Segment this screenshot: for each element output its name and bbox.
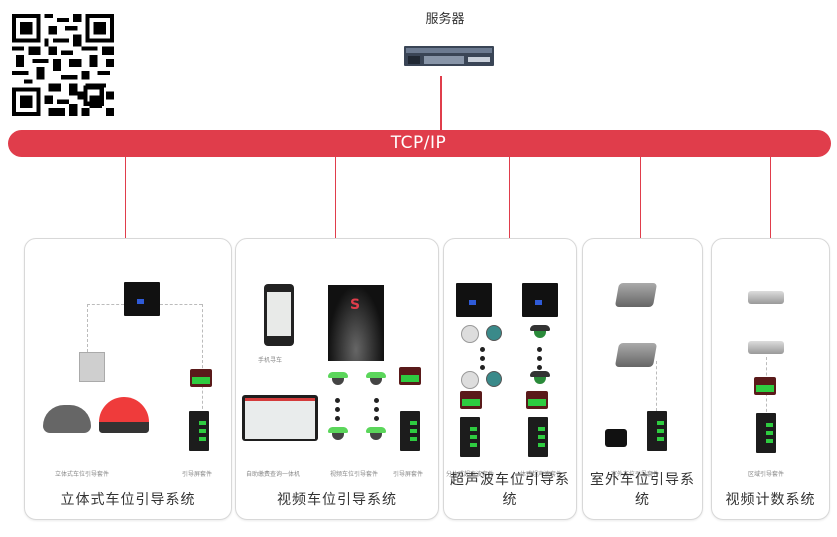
- ellipsis-dot: [480, 347, 485, 352]
- ellipsis-dot: [335, 407, 340, 412]
- guidance-screen-icon: [400, 411, 420, 451]
- outdoor-detector-icon: [614, 283, 658, 307]
- panel-ultrasonic-guidance: 分体式超声波套件 一体式超声波套件 超声波车位引导系统: [443, 238, 577, 520]
- ultrasonic-sensor-icon: [461, 371, 479, 389]
- caption: 引导屏套件: [393, 471, 424, 478]
- panel-outdoor-guidance: 室外车位引导套件 室外车位引导系统: [582, 238, 703, 520]
- camera-dome-icon: [328, 372, 348, 386]
- ultrasonic-integrated-icon: [530, 371, 550, 385]
- panel-video-counting: 区域引导套件 视频计数系统: [711, 238, 830, 520]
- caption: 视频车位引导套件: [330, 471, 379, 478]
- guidance-screen-icon: [460, 417, 480, 457]
- ellipsis-dot: [480, 365, 485, 370]
- connector: [87, 304, 88, 352]
- guidance-screen-icon: [756, 413, 776, 453]
- caption: 手机寻车: [258, 357, 283, 364]
- kiosk-screen-icon: [242, 395, 318, 441]
- ultrasonic-sensor-icon: [486, 371, 502, 387]
- ultrasonic-sensor-icon: [486, 325, 502, 341]
- connector: [160, 304, 202, 305]
- guidance-screen-icon: [189, 411, 209, 451]
- caption: 一体式超声波套件: [514, 471, 563, 478]
- bullet-camera-icon: [748, 341, 784, 354]
- ellipsis-dot: [480, 356, 485, 361]
- ultrasonic-integrated-icon: [530, 325, 550, 339]
- guidance-sign-icon: [399, 367, 421, 385]
- panel-title: 超声波车位引导系统: [450, 472, 570, 508]
- caption: 自助缴费查询一体机: [246, 471, 301, 478]
- server-label: 服务器: [425, 12, 465, 27]
- bullet-camera-icon: [748, 291, 784, 304]
- guidance-sign-icon: [460, 391, 482, 409]
- link-line-4: [640, 157, 641, 239]
- controller-icon: [522, 283, 558, 317]
- guidance-sign-icon: [526, 391, 548, 409]
- outdoor-detector-icon: [614, 343, 658, 367]
- ellipsis-dot: [537, 347, 542, 352]
- ellipsis-dot: [374, 398, 379, 403]
- link-line-2: [335, 157, 336, 239]
- ellipsis-dot: [374, 407, 379, 412]
- caption: 分体式超声波套件: [446, 471, 495, 478]
- phone-icon: [264, 284, 294, 346]
- controller-icon: [456, 283, 492, 317]
- panel-3d-parking-guidance: 立体式车位引导套件 引导屏套件 立体式车位引导系统: [24, 238, 232, 520]
- qr-code-icon: [12, 14, 114, 116]
- guidance-sign-icon: [190, 369, 212, 387]
- server-cabinet-icon: S: [328, 285, 384, 361]
- link-line-5: [770, 157, 771, 239]
- guidance-screen-icon: [647, 411, 667, 451]
- ellipsis-dot: [335, 398, 340, 403]
- link-line-3: [509, 157, 510, 239]
- outdoor-sensor-icon: [605, 429, 627, 447]
- guidance-screen-icon: [528, 417, 548, 457]
- tcp-ip-bus: [8, 130, 831, 157]
- guidance-sign-icon: [754, 377, 776, 395]
- connector: [656, 361, 657, 411]
- panel-title: 视频计数系统: [725, 492, 816, 508]
- node-box-icon: [79, 352, 105, 382]
- caption: 室外车位引导套件: [611, 471, 660, 478]
- caption: 区域引导套件: [748, 471, 785, 478]
- panel-video-parking-guidance: 手机寻车 S 自助缴费查询一体机 视频车位引导套件 引导屏套件 视频车位引导系统: [235, 238, 439, 520]
- camera-dome-icon: [366, 372, 386, 386]
- sensor-red-icon: [99, 397, 149, 433]
- tcp-ip-label: TCP/IP: [390, 133, 447, 153]
- ultrasonic-sensor-icon: [461, 325, 479, 343]
- ellipsis-dot: [335, 416, 340, 421]
- panel-title: 视频车位引导系统: [277, 492, 397, 508]
- camera-dome-icon: [366, 427, 386, 441]
- server-link-line: [440, 76, 442, 131]
- camera-dome-icon: [328, 427, 348, 441]
- connector: [87, 304, 124, 305]
- panel-title: 室外车位引导系统: [590, 472, 695, 508]
- panel-title: 立体式车位引导系统: [60, 492, 196, 508]
- ellipsis-dot: [374, 416, 379, 421]
- link-line-1: [125, 157, 126, 239]
- sensor-grey-icon: [43, 405, 91, 433]
- caption: 立体式车位引导套件: [55, 471, 110, 478]
- ellipsis-dot: [537, 356, 542, 361]
- caption: 引导屏套件: [182, 471, 213, 478]
- controller-icon: [124, 282, 160, 316]
- ellipsis-dot: [537, 365, 542, 370]
- connector: [202, 304, 203, 414]
- server-icon: [404, 46, 494, 66]
